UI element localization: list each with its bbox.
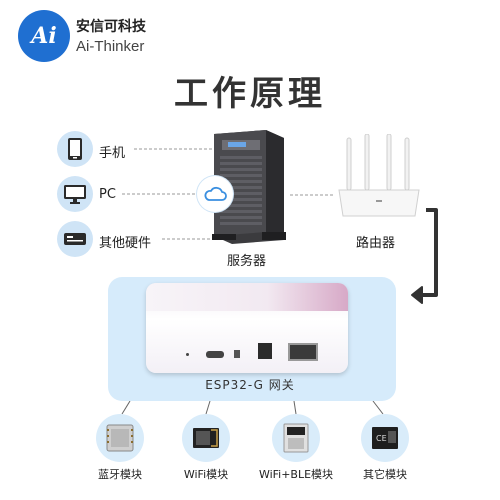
- switch: [234, 350, 240, 358]
- usb-port: [206, 351, 224, 358]
- spoke-ble: [121, 400, 131, 415]
- status-led: [186, 353, 189, 356]
- server-label: 服务器: [227, 254, 267, 269]
- phone-icon: [57, 131, 93, 167]
- arrow-head: [411, 286, 423, 304]
- wifi-module-icon: [182, 414, 230, 462]
- gateway-lid: [146, 283, 348, 311]
- device-label-phone: 手机: [99, 146, 126, 161]
- wifi-ble-module-icon: [272, 414, 320, 462]
- spoke-wifible: [293, 400, 297, 415]
- module-label-wifi: WiFi模块: [183, 468, 229, 481]
- bluetooth-module-icon: [96, 414, 144, 462]
- power-jack: [258, 343, 272, 359]
- module-label-other: 其它模块: [363, 468, 407, 481]
- ai-thinker-logo: Ai: [18, 10, 70, 62]
- server-image: [212, 130, 286, 244]
- page-title: 工作原理: [174, 74, 326, 114]
- brand-name-cn: 安信可科技: [76, 19, 146, 35]
- other-module-icon: CE: [361, 414, 409, 462]
- router-label: 路由器: [356, 236, 396, 251]
- spoke-wifi: [205, 400, 211, 415]
- brand-name-en: Ai-Thinker: [76, 38, 145, 55]
- hardware-icon: [57, 221, 93, 257]
- monitor-icon: [57, 176, 93, 212]
- module-label-ble: 蓝牙模块: [98, 468, 142, 481]
- gateway-label: ESP32-G 网关: [205, 378, 295, 392]
- logo-text: Ai: [31, 23, 57, 49]
- device-label-hardware: 其他硬件: [99, 236, 152, 251]
- router-image: [338, 134, 420, 217]
- ethernet-port: [288, 343, 318, 361]
- device-label-pc: PC: [99, 187, 116, 202]
- gateway-device: [146, 283, 348, 373]
- module-label-wifi-ble: WiFi+BLE模块: [258, 468, 334, 481]
- cloud-icon: [197, 176, 233, 212]
- router-gateway-arrow: [420, 208, 438, 297]
- spoke-other: [372, 400, 384, 415]
- svg-text:CE: CE: [376, 434, 387, 443]
